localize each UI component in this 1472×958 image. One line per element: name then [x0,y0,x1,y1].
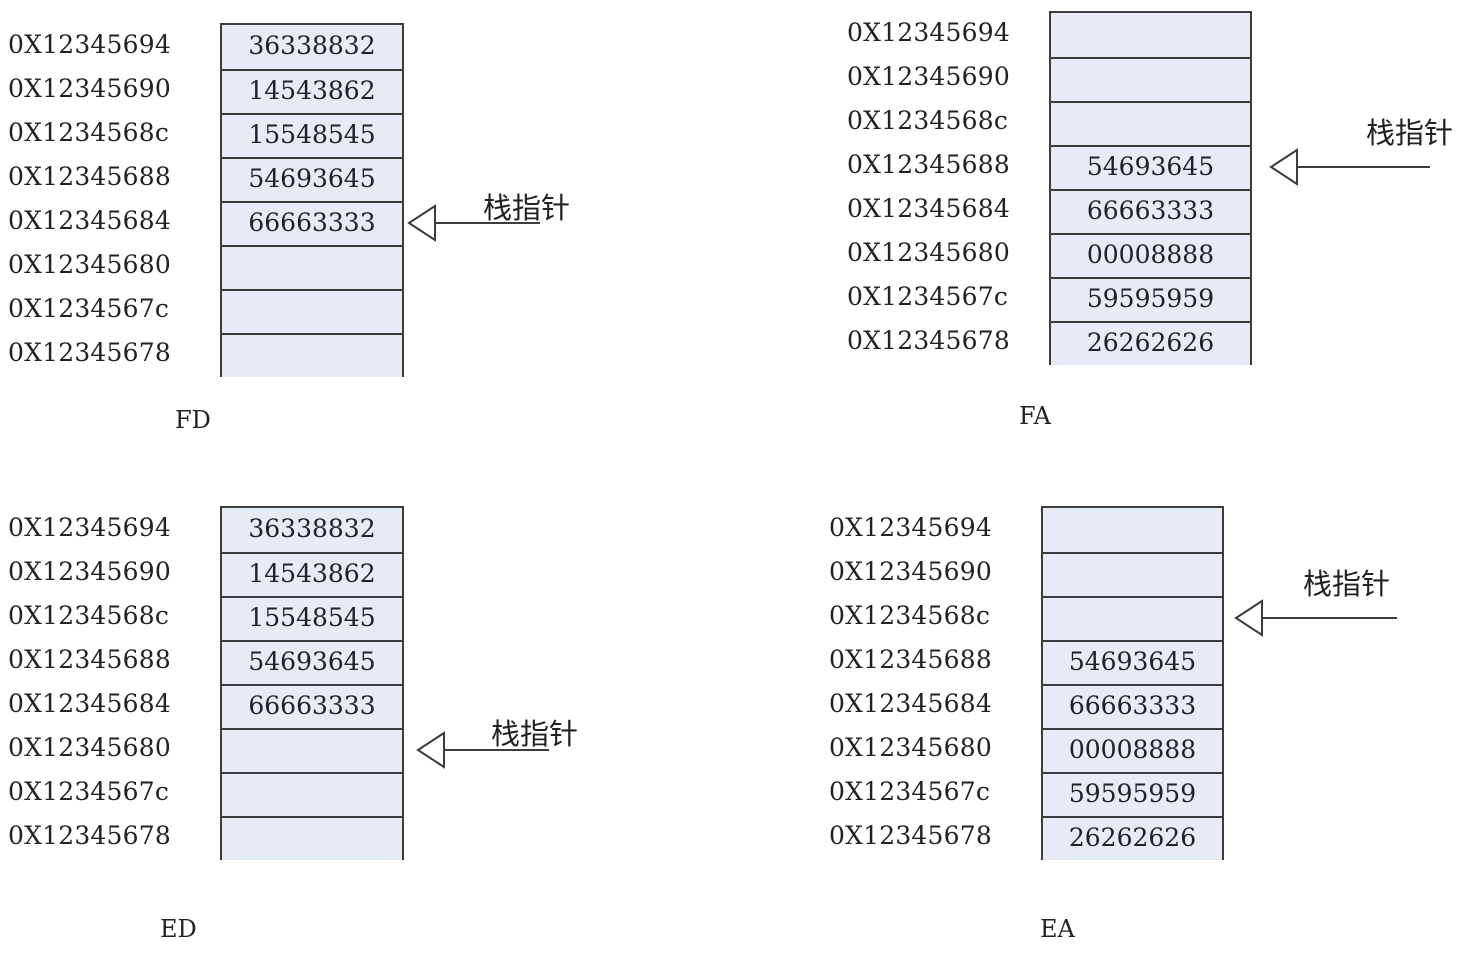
arrow-head-icon [416,731,445,769]
stack-mode-caption: ED [160,915,197,943]
stack-pointer-label: 栈指针 [483,191,571,225]
stack-cell: 14543862 [222,69,402,113]
address-label: 0X1234567c [8,294,170,323]
address-label: 0X1234568c [829,601,991,630]
stack-cell: 54693645 [222,157,402,201]
stack-cell: 36338832 [222,508,402,552]
stack-cell: 54693645 [1043,640,1222,684]
stack-cell [222,333,402,377]
stack-pointer-label: 栈指针 [1366,116,1454,150]
address-label: 0X12345690 [829,557,992,586]
stack-pointer-arrow [1234,599,1397,637]
stack-cell: 15548545 [222,596,402,640]
address-label: 0X12345684 [847,194,1010,223]
stack-cell [1043,508,1222,552]
address-label: 0X12345694 [8,513,171,542]
stack-cell: 00008888 [1043,728,1222,772]
address-label: 0X12345684 [829,689,992,718]
address-label: 0X12345688 [847,150,1010,179]
address-label: 0X12345690 [847,62,1010,91]
stack-cell: 54693645 [222,640,402,684]
stack-pointer-label: 栈指针 [1303,567,1391,601]
stack-cell [222,772,402,816]
address-label: 0X12345678 [8,821,171,850]
address-label: 0X12345694 [829,513,992,542]
address-label: 0X12345680 [847,238,1010,267]
stack-cell [1051,13,1250,57]
arrow-head-icon [1234,599,1263,637]
stack-cell [222,816,402,860]
address-label: 0X12345680 [829,733,992,762]
stack-cell [1043,552,1222,596]
stack-mode-caption: FD [175,406,211,434]
address-label: 0X12345678 [8,338,171,367]
arrow-head-icon [1269,148,1298,186]
address-label: 0X1234567c [829,777,991,806]
address-label: 0X12345694 [847,18,1010,47]
stack-cell [1043,596,1222,640]
address-label: 0X12345688 [8,645,171,674]
stack-cell: 26262626 [1043,816,1222,860]
address-label: 0X12345678 [847,326,1010,355]
stack-cell: 15548545 [222,113,402,157]
stack-cell: 14543862 [222,552,402,596]
stack-cell [1051,57,1250,101]
stack-cell: 66663333 [1043,684,1222,728]
stack-pointer-arrow [407,204,540,242]
address-label: 0X1234568c [8,118,170,147]
stack-pointer-arrow [416,731,549,769]
stack-cell: 54693645 [1051,145,1250,189]
stack-cell: 00008888 [1051,233,1250,277]
address-label: 0X1234567c [8,777,170,806]
stack-cell [222,245,402,289]
address-label: 0X12345680 [8,250,171,279]
stack-cell: 59595959 [1043,772,1222,816]
address-label: 0X1234568c [8,601,170,630]
address-label: 0X12345680 [8,733,171,762]
stack-pointer-label: 栈指针 [491,717,579,751]
stack-cell [222,289,402,333]
stack-mode-caption: FA [1019,402,1051,430]
stack-cell: 59595959 [1051,277,1250,321]
address-label: 0X12345694 [8,30,171,59]
address-label: 0X12345690 [8,74,171,103]
address-label: 0X12345690 [8,557,171,586]
stack-cell: 36338832 [222,25,402,69]
address-label: 0X1234568c [847,106,1009,135]
arrow-head-icon [407,204,436,242]
stack-mode-caption: EA [1040,915,1075,943]
stack-cell [1051,101,1250,145]
stack-pointer-arrow [1269,148,1430,186]
stack-cell: 66663333 [222,201,402,245]
address-label: 0X12345678 [829,821,992,850]
address-label: 0X12345684 [8,206,171,235]
address-label: 0X1234567c [847,282,1009,311]
address-label: 0X12345688 [8,162,171,191]
stack-cell: 66663333 [222,684,402,728]
stack-cell: 26262626 [1051,321,1250,365]
stack-cell: 66663333 [1051,189,1250,233]
stack-cell [222,728,402,772]
address-label: 0X12345688 [829,645,992,674]
address-label: 0X12345684 [8,689,171,718]
